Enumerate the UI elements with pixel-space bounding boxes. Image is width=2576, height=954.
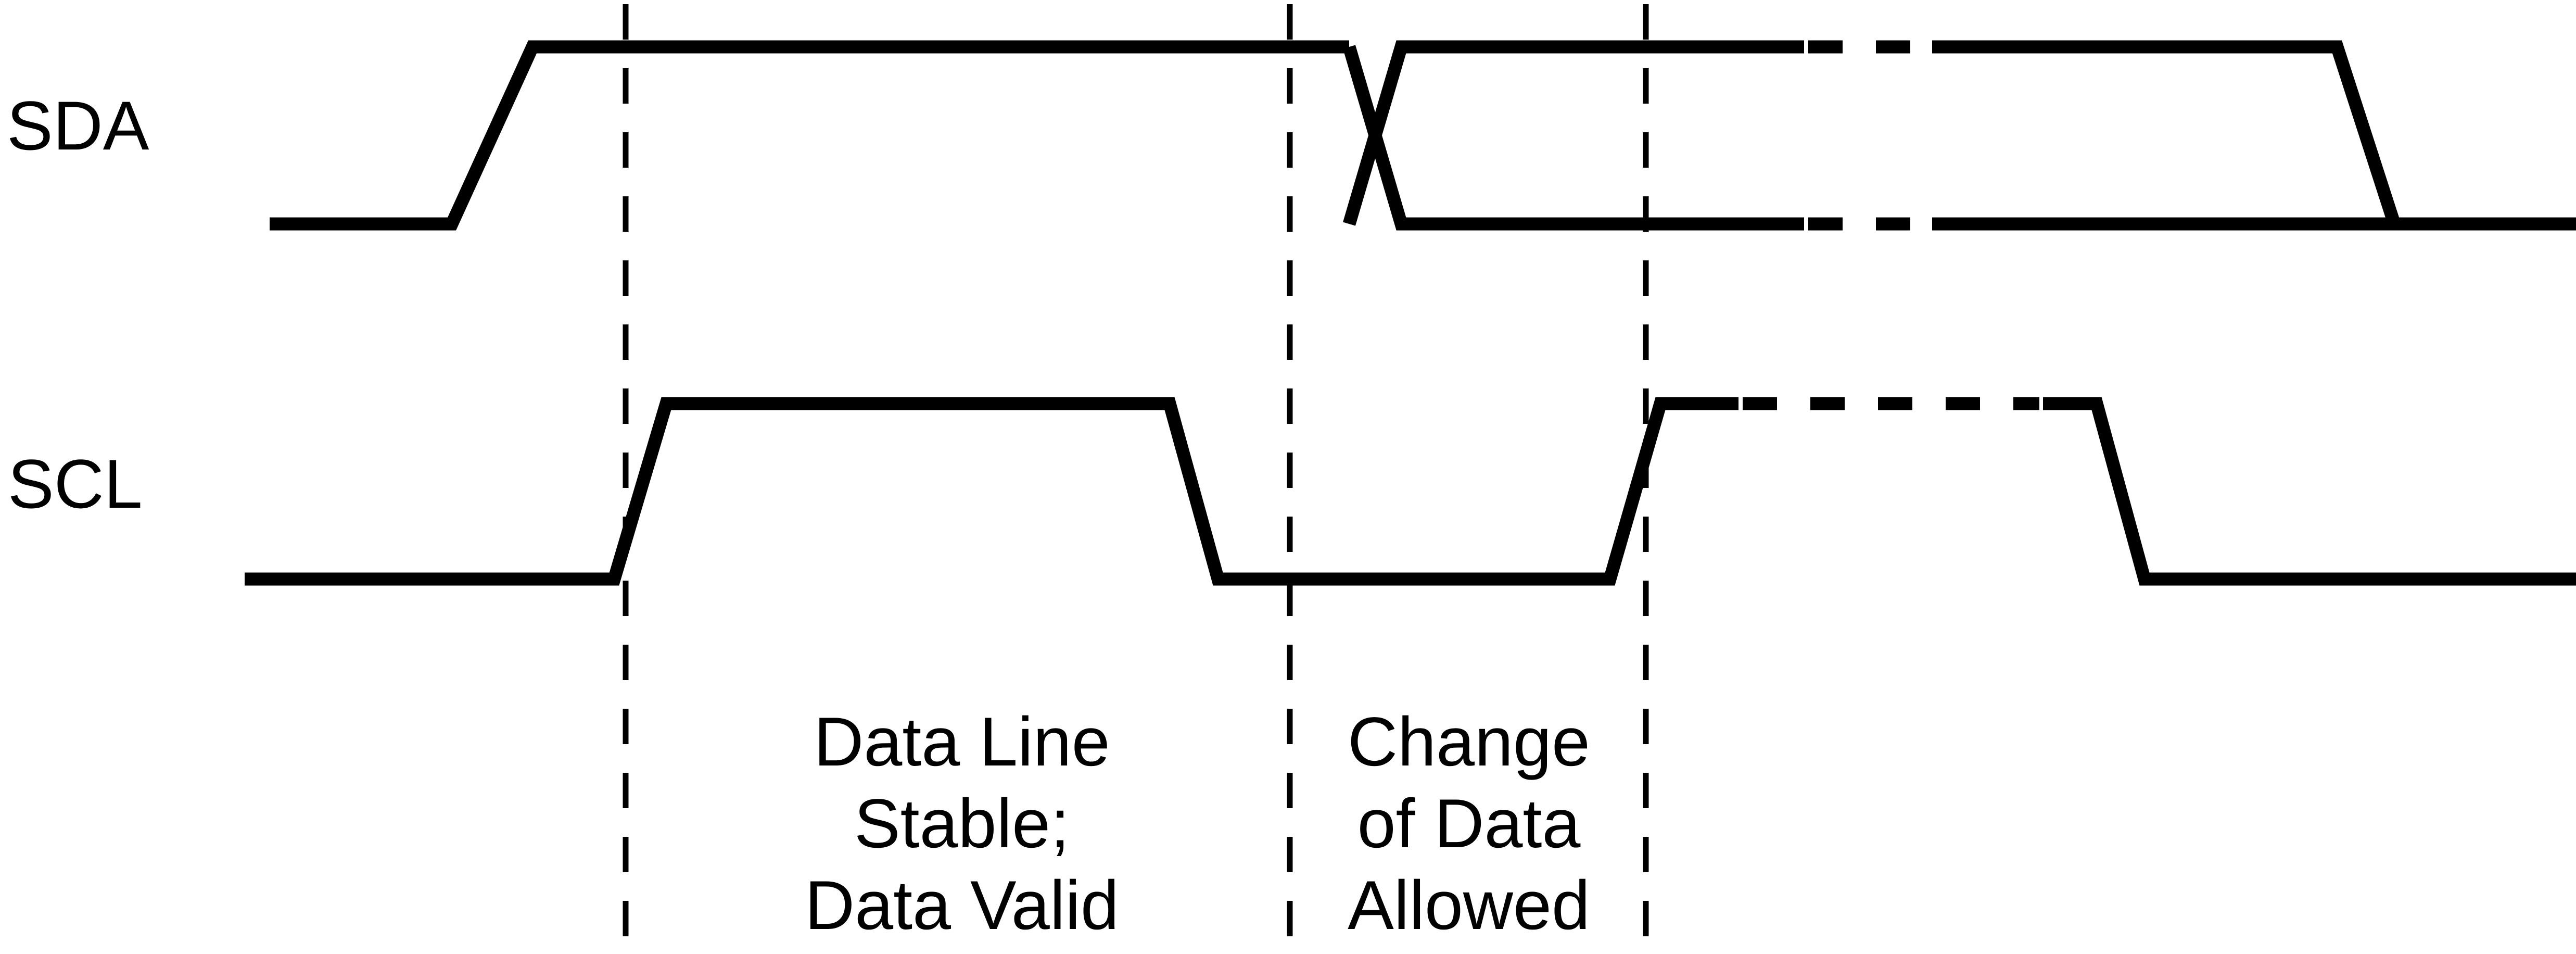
scl-segment-final-fall: [2043, 397, 2576, 586]
scl-segment-first-pulse: [245, 397, 1739, 586]
caption-data-stable-line-3: Data Valid: [805, 867, 1119, 944]
sda-segment-low-to-high-cross: [1343, 40, 1804, 226]
caption-change-allowed: Change of Data Allowed: [1348, 704, 1590, 944]
caption-change-allowed-line-2: of Data: [1357, 785, 1581, 862]
caption-change-allowed-line-3: Allowed: [1348, 867, 1590, 944]
sda-waveform: [270, 40, 2576, 231]
caption-data-stable-line-2: Stable;: [854, 785, 1070, 862]
sda-segment-final-fall: [1932, 40, 2576, 231]
sda-segment-high-to-low-cross: [1343, 45, 1804, 231]
sda-segment-rise-to-high: [270, 40, 1349, 231]
caption-data-stable: Data Line Stable; Data Valid: [805, 704, 1119, 944]
signal-label-scl: SCL: [8, 446, 143, 523]
caption-data-stable-line-1: Data Line: [814, 704, 1110, 781]
scl-waveform: [245, 397, 2576, 586]
signal-label-sda: SDA: [7, 87, 149, 165]
caption-change-allowed-line-1: Change: [1348, 704, 1590, 781]
marker-lines: [623, 4, 1649, 954]
